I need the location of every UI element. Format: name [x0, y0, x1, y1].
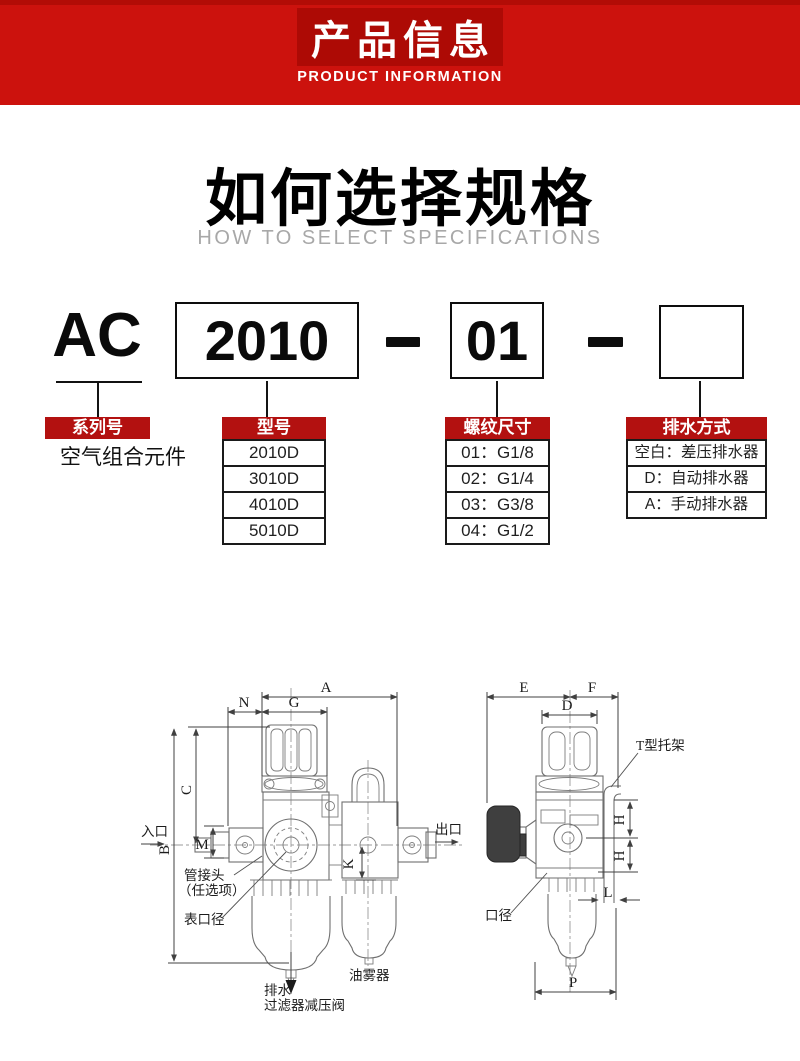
table-row: 3010D — [224, 465, 324, 491]
dim-m-label: M — [195, 837, 208, 853]
banner-subtitle: PRODUCT INFORMATION — [297, 69, 503, 85]
table-row: 03：G3/8 — [447, 491, 548, 517]
dim-e-label: E — [519, 680, 528, 696]
table-row: 02：G1/4 — [447, 465, 548, 491]
header-series: 系列号 — [45, 417, 150, 439]
outlet-label: 出口 — [435, 822, 462, 837]
model-number-box: 2010 — [175, 302, 359, 379]
dim-p-label: P — [569, 975, 577, 991]
banner-title: 产品信息 — [311, 19, 495, 63]
technical-drawings: A N G C B M K 入口 出口 管接头 （任选项） 表口径 排水 过滤器… — [141, 680, 685, 1013]
dim-f-label: F — [588, 680, 596, 696]
inlet-label: 入口 — [141, 824, 168, 839]
frl-front-view-dims: A N G C B M K 入口 出口 管接头 （任选项） 表口径 排水 过滤器… — [141, 680, 462, 1013]
drain-option-box — [659, 305, 744, 379]
pipe-joint-label: 管接头 — [184, 867, 225, 883]
table-row: 空白：差压排水器 — [634, 444, 759, 461]
table-row: 5010D — [224, 517, 324, 543]
dim-g-label: G — [289, 695, 300, 711]
section-title: 如何选择规格 — [204, 165, 595, 234]
dim-n-label: N — [239, 695, 250, 711]
header-model: 型号 — [222, 417, 326, 439]
thread-size-box: 01 — [450, 302, 544, 379]
banner-top-stripe — [0, 0, 800, 5]
model-prefix: AC — [52, 301, 142, 370]
connector-line-thread — [496, 381, 498, 417]
dim-c-label: C — [179, 785, 195, 795]
pipe-joint-note-label: （任选项） — [178, 883, 246, 898]
banner: 产品信息 PRODUCT INFORMATION — [0, 0, 800, 105]
dim-h-upper-label: H — [612, 814, 628, 825]
banner-title-box: 产品信息 — [297, 8, 503, 66]
model-table: 2010D 3010D 4010D 5010D — [222, 439, 326, 545]
series-value: 空气组合元件 — [60, 446, 186, 469]
table-row: A：手动排水器 — [628, 491, 765, 517]
dim-k-label: K — [341, 858, 357, 869]
port-size-label: 口径 — [485, 908, 512, 923]
model-prefix-underline — [56, 381, 142, 383]
filter-regulator-label: 过滤器减压阀 — [264, 998, 345, 1013]
dash-separator — [588, 337, 623, 347]
drain-label: 排水 — [264, 983, 291, 998]
table-row: D：自动排水器 — [628, 465, 765, 491]
t-bracket-label: T型托架 — [636, 738, 685, 753]
table-row: 4010D — [224, 491, 324, 517]
dim-a-label: A — [321, 680, 332, 696]
connector-line-series — [97, 383, 99, 417]
table-row: 2010D — [248, 443, 300, 462]
dim-h-lower-label: H — [612, 850, 628, 861]
dash-separator — [386, 337, 420, 347]
section-subtitle: HOW TO SELECT SPECIFICATIONS — [197, 227, 603, 249]
table-row: 04：G1/2 — [447, 517, 548, 543]
connector-line-drain — [699, 381, 701, 417]
drain-method-table: 空白：差压排水器 D：自动排水器 A：手动排水器 — [626, 439, 767, 519]
dim-l-label: L — [603, 885, 612, 901]
gauge-port-label: 表口径 — [184, 912, 225, 927]
header-thread-size: 螺纹尺寸 — [445, 417, 550, 439]
frl-side-view-dims: E F D H H L P T型托架 口径 — [485, 680, 685, 1000]
connector-line-model — [266, 381, 268, 417]
dim-d-label: D — [562, 698, 573, 714]
dim-b-label: B — [157, 845, 173, 855]
thread-size-table: 01：G1/8 02：G1/4 03：G3/8 04：G1/2 — [445, 439, 550, 545]
header-drain-method: 排水方式 — [626, 417, 767, 439]
frl-side-view-art — [486, 690, 621, 992]
table-row: 01：G1/8 — [461, 443, 534, 462]
lubricator-label: 油雾器 — [349, 968, 390, 983]
